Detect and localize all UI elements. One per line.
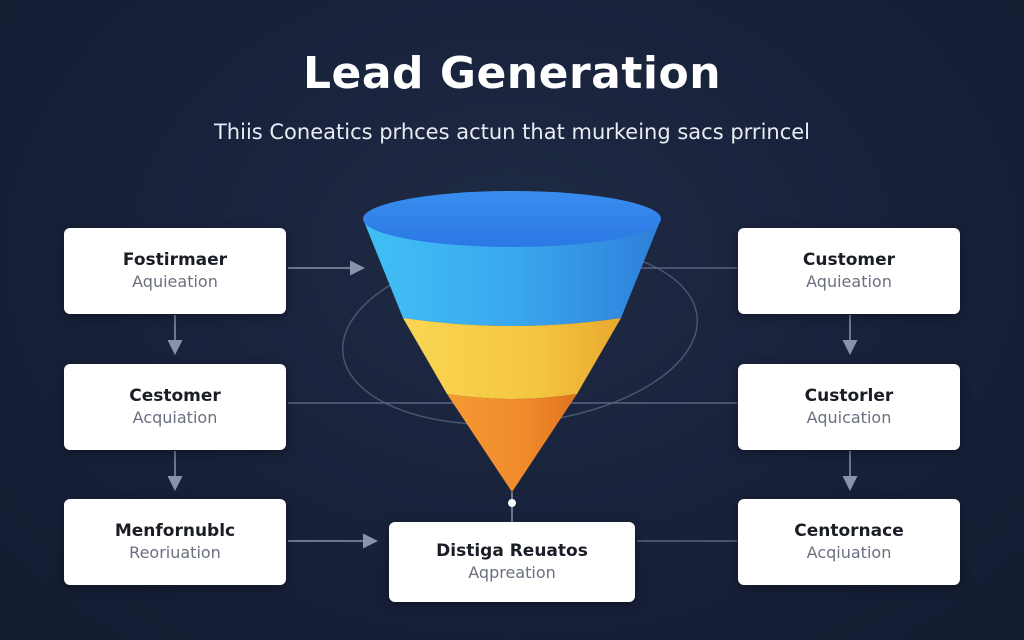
funnel-tip-dot xyxy=(508,499,516,507)
page-title: Lead Generation xyxy=(302,48,722,99)
card-subtitle: Aquication xyxy=(806,408,892,427)
card-right-3: Centornace Acqiuation xyxy=(738,499,960,585)
card-subtitle: Aquieation xyxy=(132,272,218,291)
card-title: Customer xyxy=(802,250,896,270)
card-title: Cestomer xyxy=(129,386,221,406)
card-subtitle: Aquieation xyxy=(806,272,892,291)
card-bottom-center: Distiga Reuatos Aqpreation xyxy=(389,522,635,602)
card-title: Custorler xyxy=(804,386,894,406)
card-left-3: Menfornublc Reoriuation xyxy=(64,499,286,585)
funnel-top-cap xyxy=(363,191,661,247)
card-subtitle: Aqpreation xyxy=(468,563,556,582)
card-title: Fostirmaer xyxy=(122,250,228,270)
card-subtitle: Acqiuation xyxy=(806,543,892,562)
funnel-bottom-segment xyxy=(447,394,577,492)
card-left-1: Fostirmaer Aquieation xyxy=(64,228,286,314)
card-title: Distiga Reuatos xyxy=(436,541,588,561)
card-right-2: Custorler Aquication xyxy=(738,364,960,450)
card-title: Centornace xyxy=(794,521,904,541)
card-title: Menfornublc xyxy=(114,521,236,541)
page-subtitle: Thiis Coneatics prhces actun that murkei… xyxy=(213,120,811,144)
funnel-middle-segment xyxy=(403,318,621,399)
card-subtitle: Reoriuation xyxy=(129,543,221,562)
funnel-top-segment xyxy=(363,219,661,326)
card-left-2: Cestomer Acquiation xyxy=(64,364,286,450)
card-right-1: Customer Aquieation xyxy=(738,228,960,314)
card-subtitle: Acquiation xyxy=(132,408,218,427)
